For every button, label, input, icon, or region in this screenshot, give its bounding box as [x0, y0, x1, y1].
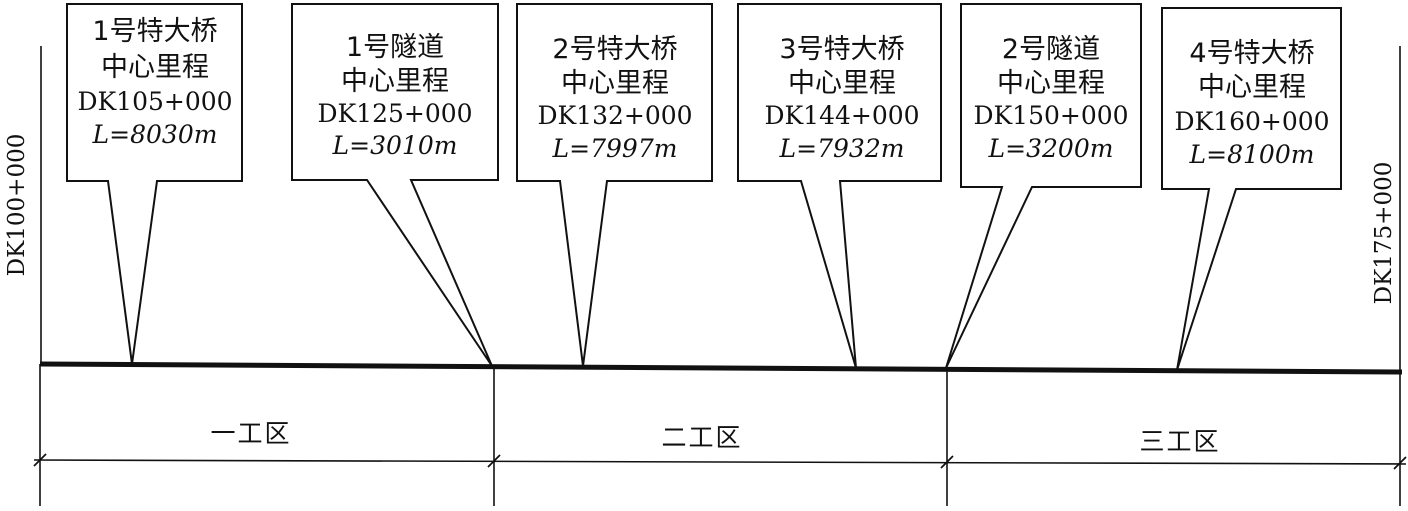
structure-length: L=8030m [92, 120, 218, 149]
center-chainage-title: 中心里程 [101, 52, 209, 83]
dimension-tick [1393, 456, 1407, 470]
zone-dimension-line [33, 459, 1407, 465]
dimension-tick [33, 453, 47, 467]
work-zone-label: 二工区 [661, 423, 742, 452]
structure-length: L=7932m [779, 134, 905, 163]
center-chainage-title: 中心里程 [1198, 72, 1306, 103]
structure-callout-3: 2号特大桥 中心里程 DK132+000 L=7997m [516, 3, 713, 367]
structure-callout-1: 1号特大桥 中心里程 DK105+000 L=8030m [66, 3, 243, 365]
center-chainage: DK132+000 [537, 101, 692, 130]
structure-name: 3号特大桥 [779, 34, 904, 65]
center-chainage: DK105+000 [77, 87, 232, 116]
end-chainage-label: DK175+000 [1371, 162, 1397, 305]
structure-name: 1号隧道 [346, 32, 444, 63]
work-zone-label: 一工区 [210, 419, 291, 448]
structure-name: 2号隧道 [1002, 34, 1100, 65]
structure-length: L=8100m [1189, 140, 1315, 169]
structure-name: 4号特大桥 [1189, 38, 1314, 69]
center-chainage-title: 中心里程 [341, 66, 449, 97]
start-chainage-label: DK100+000 [4, 134, 30, 277]
center-chainage: DK125+000 [317, 99, 472, 128]
center-chainage: DK144+000 [764, 101, 919, 130]
center-chainage-title: 中心里程 [561, 68, 669, 99]
callout-box-4 [737, 3, 942, 369]
center-chainage: DK160+000 [1174, 107, 1329, 136]
structure-callout-2: 1号隧道 中心里程 DK125+000 L=3010m [291, 3, 499, 367]
center-chainage-title: 中心里程 [788, 68, 896, 99]
structure-callout-4: 3号特大桥 中心里程 DK144+000 L=7932m [737, 3, 942, 369]
center-chainage-title: 中心里程 [997, 68, 1105, 99]
structure-callout-6: 4号特大桥 中心里程 DK160+000 L=8100m [1161, 7, 1342, 371]
structure-callout-5: 2号隧道 中心里程 DK150+000 L=3200m [945, 3, 1142, 369]
callout-box-3 [516, 3, 713, 367]
structure-length: L=3010m [332, 131, 458, 160]
route-baseline [39, 361, 1403, 375]
callout-box-6 [1161, 7, 1342, 371]
dimension-tick [487, 454, 501, 468]
structure-name: 1号特大桥 [92, 16, 217, 47]
structure-name: 2号特大桥 [552, 34, 677, 65]
callout-box-2 [291, 3, 499, 367]
work-zone-label: 三工区 [1139, 427, 1220, 456]
structure-length: L=3200m [988, 134, 1114, 163]
callout-box-5 [945, 3, 1142, 369]
center-chainage: DK150+000 [973, 101, 1128, 130]
callout-box-1 [66, 3, 243, 365]
structure-length: L=7997m [552, 134, 678, 163]
dimension-tick [940, 455, 954, 469]
